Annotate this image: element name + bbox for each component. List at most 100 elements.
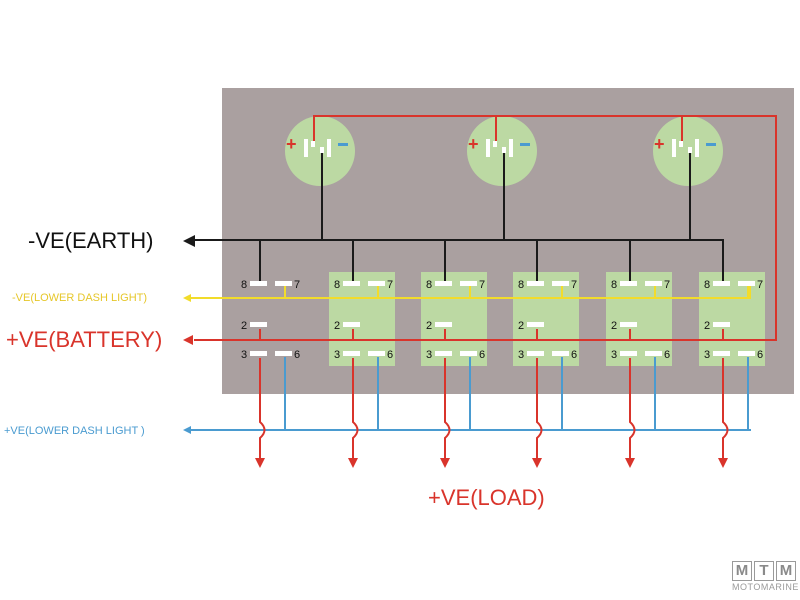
breaker-terminal-minus-tab xyxy=(502,147,506,153)
load-wire xyxy=(259,358,266,460)
pin-number: 2 xyxy=(518,320,524,332)
pin-number: 8 xyxy=(518,279,524,291)
pin-number: 7 xyxy=(757,279,763,291)
load-arrowhead xyxy=(532,458,542,468)
pin-number: 7 xyxy=(387,279,393,291)
load-arrowhead xyxy=(718,458,728,468)
terminal-8 xyxy=(343,281,360,286)
pin-number: 2 xyxy=(426,320,432,332)
load-arrowhead xyxy=(255,458,265,468)
pin-number: 2 xyxy=(704,320,710,332)
pin-number: 3 xyxy=(518,349,524,361)
terminal-8 xyxy=(713,281,730,286)
pin-number: 7 xyxy=(664,279,670,291)
pin-number: 8 xyxy=(241,279,247,291)
breaker-terminal-plus xyxy=(486,139,490,157)
battery-arrowhead xyxy=(183,335,193,345)
pin-number: 8 xyxy=(334,279,340,291)
logo-letter: T xyxy=(754,561,774,581)
terminal-6 xyxy=(552,351,569,356)
switch-pad xyxy=(606,272,672,366)
breaker-terminal-minus xyxy=(327,139,331,157)
switch-pad xyxy=(513,272,579,366)
pin-number: 3 xyxy=(334,349,340,361)
terminal-7 xyxy=(552,281,569,286)
breaker-signs: + + + xyxy=(286,134,716,154)
breaker-terminal-plus xyxy=(672,139,676,157)
terminal-3 xyxy=(435,351,452,356)
load-arrowhead xyxy=(440,458,450,468)
logo-brand-text: MOTOMARINE xyxy=(732,582,799,592)
breaker-plus-sign: + xyxy=(654,134,665,154)
terminal-8 xyxy=(435,281,452,286)
pin-number: 6 xyxy=(757,349,763,361)
switch-pad xyxy=(329,272,395,366)
load-wire xyxy=(722,358,729,460)
breaker-minus-sign xyxy=(520,143,530,146)
terminal-6 xyxy=(368,351,385,356)
breaker-terminal-minus xyxy=(695,139,699,157)
terminal-2 xyxy=(343,322,360,327)
terminal-7 xyxy=(738,281,755,286)
load-wire xyxy=(536,358,543,460)
lower-dash-neg-arrowhead xyxy=(183,294,191,302)
lower-dash-pos-label: +VE(LOWER DASH LIGHT ) xyxy=(4,425,145,437)
terminal-3 xyxy=(620,351,637,356)
pin-number: 6 xyxy=(387,349,393,361)
breaker-terminal-plus-tab xyxy=(311,141,315,147)
breaker-terminal-minus-tab xyxy=(320,147,324,153)
breaker-terminal-minus-tab xyxy=(688,147,692,153)
terminal-7 xyxy=(275,281,292,286)
switch-pad xyxy=(421,272,487,366)
load-arrowhead xyxy=(625,458,635,468)
wires xyxy=(190,115,777,468)
load-wire xyxy=(444,358,451,460)
earth-arrowhead xyxy=(183,235,195,247)
pin-number: 8 xyxy=(704,279,710,291)
pin-number: 3 xyxy=(426,349,432,361)
earth-label: -VE(EARTH) xyxy=(28,228,154,253)
terminal-2 xyxy=(713,322,730,327)
pin-number: 3 xyxy=(241,349,247,361)
pin-number: 6 xyxy=(664,349,670,361)
terminals xyxy=(250,139,755,356)
terminal-3 xyxy=(713,351,730,356)
terminal-6 xyxy=(275,351,292,356)
motomarine-logo: M T M MOTOMARINE xyxy=(732,561,799,592)
terminal-6 xyxy=(460,351,477,356)
terminal-7 xyxy=(460,281,477,286)
breaker-terminal-minus xyxy=(509,139,513,157)
switch-pad xyxy=(699,272,765,366)
lower-dash-neg-label: -VE(LOWER DASH LIGHT) xyxy=(12,292,147,304)
terminal-7 xyxy=(645,281,662,286)
load-arrowhead xyxy=(348,458,358,468)
battery-label: +VE(BATTERY) xyxy=(6,327,162,352)
breaker-plus-sign: + xyxy=(468,134,479,154)
pin-number: 6 xyxy=(294,349,300,361)
breaker-minus-sign xyxy=(706,143,716,146)
terminal-6 xyxy=(645,351,662,356)
pin-number: 7 xyxy=(479,279,485,291)
pin-number: 8 xyxy=(611,279,617,291)
terminal-8 xyxy=(620,281,637,286)
pin-number: 2 xyxy=(334,320,340,332)
load-label: +VE(LOAD) xyxy=(428,485,545,510)
logo-letter: M xyxy=(732,561,752,581)
pin-number: 7 xyxy=(571,279,577,291)
breaker-terminal-plus-tab xyxy=(679,141,683,147)
load-wire xyxy=(629,358,636,460)
terminal-7 xyxy=(368,281,385,286)
terminal-8 xyxy=(250,281,267,286)
pin-number: 3 xyxy=(611,349,617,361)
breaker-plus-sign: + xyxy=(286,134,297,154)
terminal-2 xyxy=(250,322,267,327)
terminal-2 xyxy=(620,322,637,327)
lower-dash-pos-arrowhead xyxy=(183,426,191,434)
pin-number: 6 xyxy=(571,349,577,361)
terminal-3 xyxy=(250,351,267,356)
pin-number: 8 xyxy=(426,279,432,291)
terminal-6 xyxy=(738,351,755,356)
logo-letter: M xyxy=(776,561,796,581)
terminal-2 xyxy=(435,322,452,327)
